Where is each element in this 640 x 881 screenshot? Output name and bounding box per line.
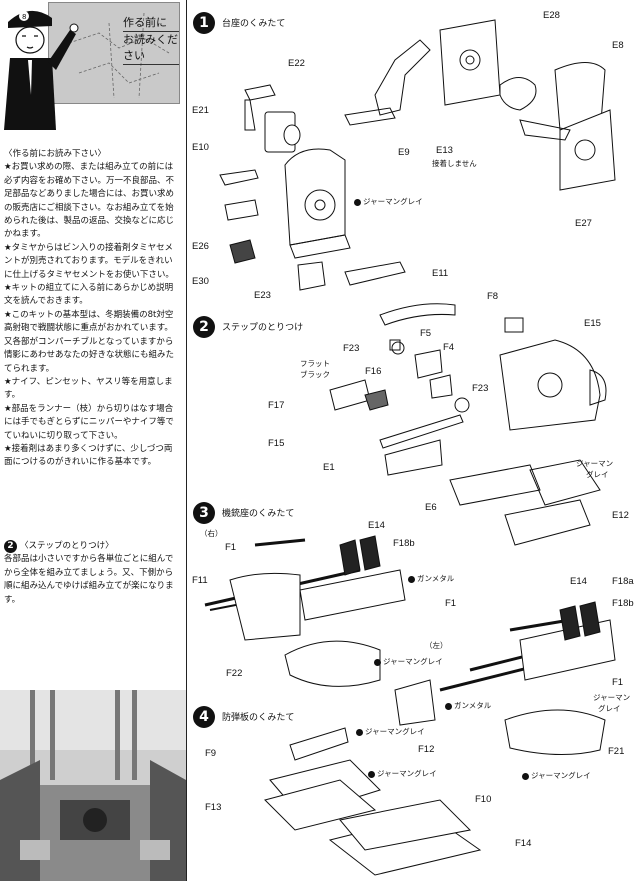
part-label: E9 bbox=[398, 147, 410, 158]
paint-note-german-grey: ジャーマングレイ bbox=[354, 196, 423, 207]
flat-black-note-1: フラット bbox=[300, 359, 330, 368]
part-label: E21 bbox=[192, 105, 209, 116]
part-label: E13 bbox=[436, 145, 453, 156]
step-note-text: 各部品は小さいですから各単位ごとに組んでから全体を組み立てましょう。又、下側から… bbox=[4, 554, 174, 605]
part-label: F4 bbox=[443, 342, 455, 353]
part-label: F18b bbox=[612, 598, 634, 609]
part-label: E14 bbox=[368, 520, 385, 531]
paint-note-gunmetal: ガンメタル bbox=[445, 700, 491, 711]
paint-dot-icon bbox=[522, 772, 529, 780]
pre-assembly-notes: 〈作る前にお読み下さい〉 ★お買い求めの際、または組み立ての前には必ず内容をお確… bbox=[4, 148, 180, 470]
part-label: E26 bbox=[192, 241, 209, 252]
step-1-badge: 1 bbox=[193, 12, 215, 34]
paint-dot-icon bbox=[408, 575, 415, 583]
paint-dot-icon bbox=[356, 728, 363, 736]
paint-note-german-grey: ジャーマングレイ bbox=[356, 726, 425, 737]
part-label: F8 bbox=[487, 291, 499, 302]
part-label: F10 bbox=[475, 794, 492, 805]
notes-paragraph: ★部品をランナー（枝）から切りはなす場合には手でもぎとらずにニッパーやナイフ等で… bbox=[4, 403, 174, 441]
left-side-note: （左） bbox=[425, 641, 448, 650]
step-4-title: 防弾板のくみたて bbox=[222, 713, 295, 723]
part-label: E11 bbox=[432, 268, 449, 279]
flat-black-note-2: ブラック bbox=[300, 370, 330, 379]
part-label: F22 bbox=[226, 668, 243, 679]
part-label: F23 bbox=[343, 343, 360, 354]
header-sign: 作る前に お読みください bbox=[123, 15, 179, 65]
column-divider bbox=[186, 0, 187, 881]
part-label: F17 bbox=[268, 400, 285, 411]
part-label: F1 bbox=[225, 542, 237, 553]
paint-dot-icon bbox=[354, 198, 361, 206]
paint-dot-icon bbox=[374, 658, 381, 666]
step-3-title: 機銃座のくみたて bbox=[222, 509, 295, 519]
paint-note-german-grey: ジャーマングレイ bbox=[368, 768, 437, 779]
step-3-badge: 3 bbox=[193, 502, 215, 524]
part-label: F1 bbox=[612, 677, 624, 688]
step-2-badge: 2 bbox=[193, 316, 215, 338]
part-label: E1 bbox=[323, 462, 335, 473]
part-label: F13 bbox=[205, 802, 222, 813]
part-label: F18b bbox=[393, 538, 415, 549]
paint-dot-icon bbox=[445, 702, 452, 710]
part-label: E15 bbox=[584, 318, 601, 329]
part-label: F21 bbox=[608, 746, 625, 757]
german-grey-note-1: ジャーマン bbox=[576, 459, 614, 468]
part-label: E14 bbox=[570, 576, 587, 587]
notes-title: 〈作る前にお読み下さい〉 bbox=[4, 149, 107, 159]
part-label: E8 bbox=[612, 40, 624, 51]
part-label: F9 bbox=[205, 748, 217, 759]
part-label: E22 bbox=[288, 58, 305, 69]
paint-note-german-grey: ジャーマングレイ bbox=[374, 656, 443, 667]
no-glue-note: 接着しません bbox=[432, 159, 477, 168]
part-label: F14 bbox=[515, 838, 532, 849]
sign-line-1: 作る前に bbox=[123, 15, 179, 32]
model-photo bbox=[0, 690, 186, 881]
german-grey-note-2: グレイ bbox=[586, 470, 609, 479]
step-note-title: 〈ステップのとりつけ〉 bbox=[20, 541, 114, 551]
notes-paragraph: ★接着剤はあまり多くつけずに、少しづつ両面につけるのがきれいに作る基本です。 bbox=[4, 443, 173, 468]
header-map-panel: 作る前に お読みください bbox=[48, 2, 180, 104]
part-label: F1 bbox=[445, 598, 457, 609]
step-2-title: ステップのとりつけ bbox=[222, 323, 304, 333]
part-label: E30 bbox=[192, 276, 209, 287]
part-label: E28 bbox=[543, 10, 560, 21]
right-side-note: （右） bbox=[200, 529, 223, 538]
paint-dot-icon bbox=[368, 770, 375, 778]
soldier-mascot-illustration: 8 bbox=[4, 10, 79, 130]
part-label: F18a bbox=[612, 576, 634, 587]
german-grey-note-2: グレイ bbox=[598, 704, 621, 713]
part-label: F11 bbox=[192, 575, 208, 586]
part-label: E27 bbox=[575, 218, 592, 229]
sign-line-2: お読みください bbox=[123, 32, 179, 65]
paint-note-gunmetal: ガンメタル bbox=[408, 573, 454, 584]
paint-note-german-grey: ジャーマングレイ bbox=[522, 770, 591, 781]
part-label: E6 bbox=[425, 502, 437, 513]
step2-note: 2〈ステップのとりつけ〉 各部品は小さいですから各単位ごとに組んでから全体を組み… bbox=[4, 540, 180, 607]
notes-paragraph: ★タミヤからはビン入りの接着剤タミヤセメントが別売されております。モデルをきれい… bbox=[4, 242, 174, 280]
part-label: F5 bbox=[420, 328, 432, 339]
part-label: F15 bbox=[268, 438, 285, 449]
map-illustration bbox=[68, 12, 170, 99]
part-label: E10 bbox=[192, 142, 209, 153]
step-4-badge: 4 bbox=[193, 706, 215, 728]
part-label: E23 bbox=[254, 290, 271, 301]
part-label: E12 bbox=[612, 510, 629, 521]
step-1-title: 台座のくみたて bbox=[222, 19, 286, 29]
part-label: F23 bbox=[472, 383, 489, 394]
notes-paragraph: ★ナイフ、ピンセット、ヤスリ等を用意します。 bbox=[4, 376, 173, 401]
notes-paragraph: ★キットの組立てに入る前にあらかじめ説明文を読んでおきます。 bbox=[4, 283, 174, 307]
part-label: F12 bbox=[418, 744, 435, 755]
notes-paragraph: ★お買い求めの際、または組み立ての前には必ず内容をお確め下さい。万一不良部品、不… bbox=[4, 162, 175, 240]
step-note-number: 2 bbox=[4, 540, 17, 553]
notes-paragraph: ★このキットの基本型は、冬期装備の8t対空高射砲で戦闘状態に重点がおかれています… bbox=[4, 309, 175, 374]
part-label: F16 bbox=[365, 366, 382, 377]
cap-badge: 8 bbox=[22, 13, 26, 21]
german-grey-note-1: ジャーマン bbox=[593, 693, 631, 702]
